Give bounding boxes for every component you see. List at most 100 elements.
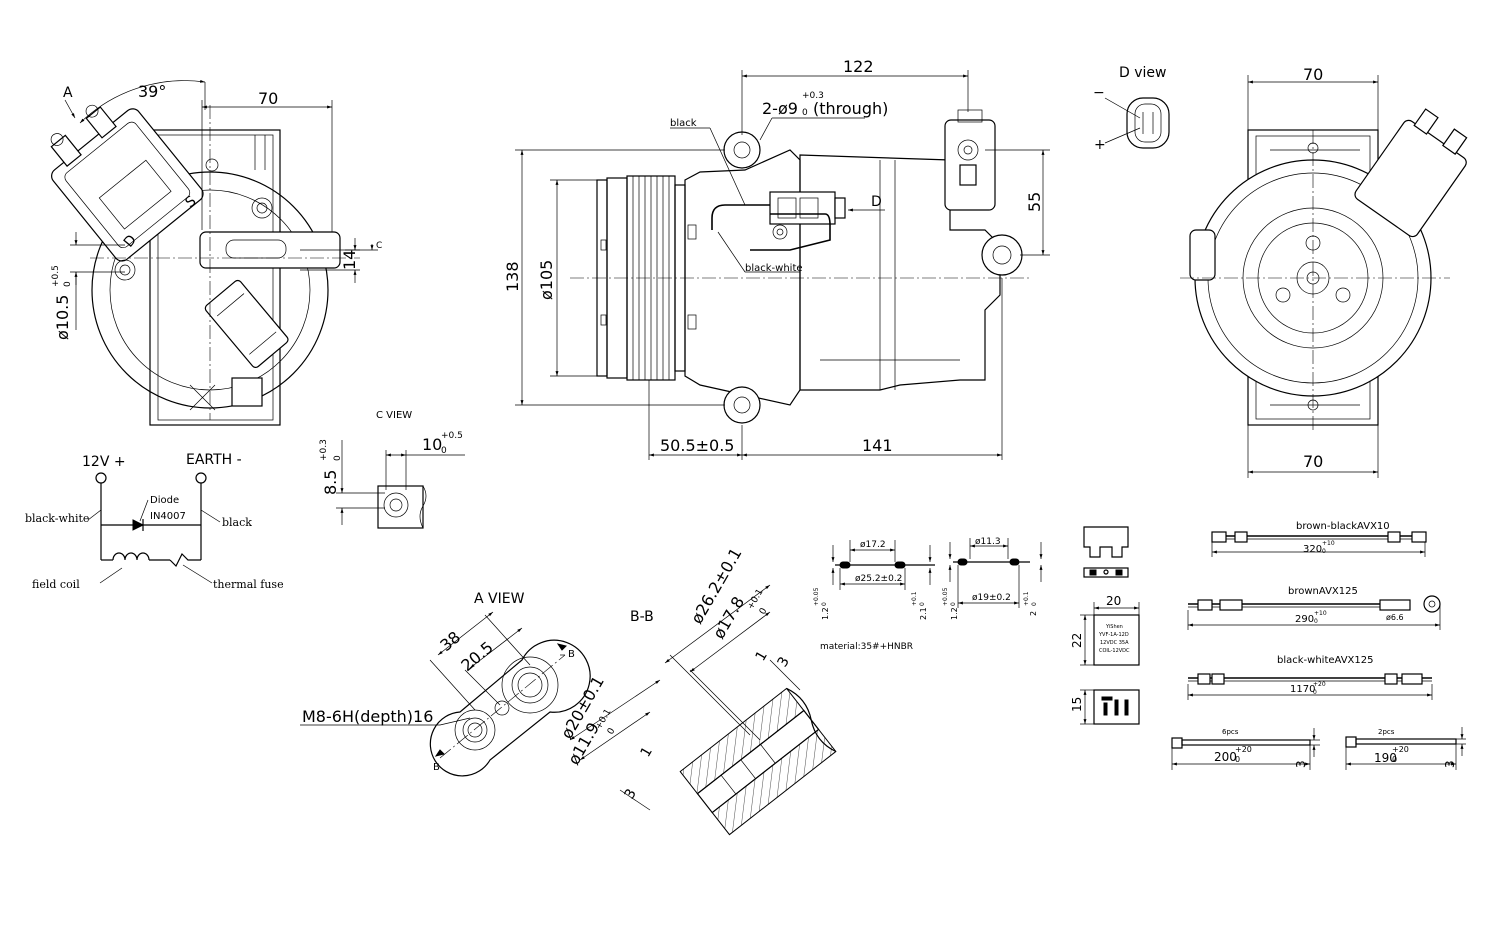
holes-prefix: 2-ø9 [762,99,798,118]
wire2-tol-low: 0 [1314,618,1318,625]
main-front-view: 122 2-ø9 +0.3 0 (through) black black-wh… [503,57,1050,460]
wire3-tol-up: +20 [1313,681,1326,688]
view-arrow-d: D [871,194,882,210]
ring2-id: ø19±0.2 [972,593,1011,603]
relay-depth: 15 [1070,697,1084,712]
bb-d2-low: 0 [758,606,770,616]
ring2-od: ø11.3 [975,537,1001,547]
wire2-tol-up: +10 [1314,610,1327,617]
c-view-dim-h-low: 0 [441,446,447,456]
circuit-black-white: black-white [25,512,89,525]
dim-138: 138 [503,261,522,292]
wire1-tol-up: +10 [1322,540,1335,547]
wire1-length: 320 [1303,544,1322,555]
tie1-width: 3 [1294,760,1308,768]
relay-label-l3: 12VDC 35A [1100,640,1129,646]
circuit-black: black [222,516,252,529]
wire-label-black: black [670,118,697,129]
ring2-h-low: 0 [1031,602,1038,606]
dim-width-70: 70 [258,89,278,108]
c-view-dim-v: 8.5 [321,470,340,495]
wire3-length: 1170 [1290,684,1315,695]
wire3-tol-low: 0 [1313,689,1317,696]
tie2-tol-up: +20 [1392,745,1409,754]
ring1-w-up: +0.05 [813,587,820,606]
a-view-title: A VIEW [474,591,525,607]
a-view-dim-20-5: 20.5 [457,638,497,675]
ring2-w-up: +0.05 [942,587,949,606]
c-view-title: C VIEW [376,410,412,421]
holes-tol-up: +0.3 [802,91,824,101]
tie2-tol-low: 0 [1392,755,1397,764]
dim-105: ø105 [537,260,556,300]
a-view-b-upper: B [568,649,575,660]
bb-dim-1a: 1 [753,648,771,664]
circuit-earth: EARTH - [186,452,242,468]
c-view: C VIEW 10 +0.5 0 8.5 +0.3 0 [319,410,465,529]
ring1-h-up: +0.1 [911,591,918,606]
a-view: A VIEW B B 38 20.5 M8-6H(depth)16 [300,591,591,777]
tie1-tol-low: 0 [1235,755,1240,764]
holes-suffix: (through) [813,99,888,118]
tie1-tol-up: +20 [1235,745,1252,754]
ring1-w: 1.2 [821,607,830,620]
dim-hole-tol-up: +0.5 [51,265,61,287]
section-marker-c: C [376,241,382,251]
wire2-label: brownAVX125 [1288,586,1358,597]
tie1-count: 6pcs [1222,728,1239,736]
dim-angle: 39° [138,82,166,101]
a-view-dim-38: 38 [436,627,464,655]
ring1-od: ø17.2 [860,540,886,550]
c-view-dim-h: 10 [422,435,442,454]
wire2-ring: ø6.6 [1386,613,1404,622]
dim-122: 122 [843,57,874,76]
tie2-length: 190 [1374,751,1397,765]
bb-title: B-B [630,609,654,625]
ring2-h: 2 [1029,611,1038,616]
ring1-h-low: 0 [919,602,926,606]
a-view-b-lower: B [433,762,440,773]
a-view-thread: M8-6H(depth)16 [302,707,433,726]
relay-width: 20 [1106,594,1121,608]
c-view-dim-h-up: +0.5 [441,431,463,441]
rear-dim-bottom-70: 70 [1303,452,1323,471]
relay-height: 22 [1070,633,1084,648]
wire-label-black-white: black-white [745,263,803,274]
wire3-label: black-whiteAVX125 [1277,655,1374,666]
dim-55: 55 [1025,192,1044,212]
bb-section: B-B ø26.2±0.1 ø17.8 +0.1 0 ø20±0.1 ø11.9… [557,545,837,836]
circuit-12v: 12V + [82,454,126,470]
bb-dim-1b: 1 [638,744,656,760]
relay-group: YiShen YVF-1A-12D 12VDC 35A COIL-12VDC 2… [1070,526,1140,725]
ring2-h-up: +0.1 [1023,591,1030,606]
oring-material: material:35#+HNBR [820,642,913,652]
d-view: D view − + [1093,65,1170,153]
d-view-title: D view [1119,65,1166,81]
d-view-minus: − [1093,85,1105,101]
relay-label-l2: YVF-1A-12D [1098,632,1129,638]
dim-141: 141 [862,436,893,455]
circuit-diode: Diode [150,495,179,506]
right-rear-view: 70 70 [1180,65,1468,478]
relay-label-l1: YiShen [1105,624,1123,630]
circuit-thermal-fuse: thermal fuse [213,578,284,591]
bb-d4-low: 0 [606,726,618,736]
dim-hole-10-5: ø10.5 [53,295,72,340]
dim-50-5: 50.5±0.5 [660,436,734,455]
c-view-dim-v-low: 0 [333,455,343,461]
ring2-w: 1.2 [950,607,959,620]
ring2-w-low: 0 [950,602,957,606]
rear-dim-top-70: 70 [1303,65,1323,84]
relay-label-l4: COIL-12VDC [1099,648,1130,654]
ring1-h: 2.1 [919,607,928,620]
left-side-view: S D 70 39° A 14 C ø10.5 +0.5 0 [50,79,382,426]
wire2-length: 290 [1295,614,1314,625]
ring1-id: ø25.2±0.2 [855,574,902,584]
view-marker-a: A [63,85,73,101]
wire1-label: brown-blackAVX10 [1296,521,1390,532]
tie2-width: 3 [1443,760,1457,768]
tie1-length: 200 [1214,750,1237,764]
holes-tol-low: 0 [802,108,808,118]
dim-height-14: 14 [340,250,359,270]
